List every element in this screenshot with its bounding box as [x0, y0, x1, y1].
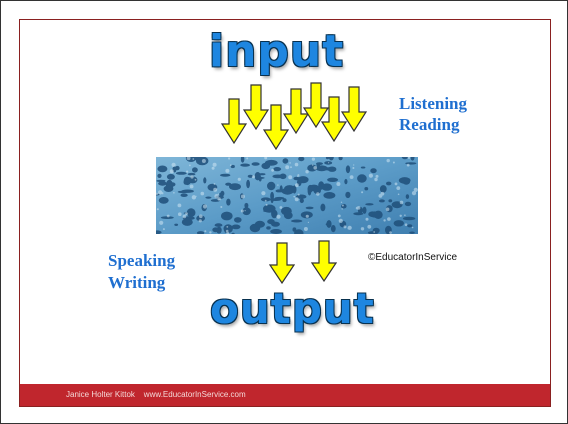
down-arrow-icon [303, 82, 329, 128]
down-arrow-icon [341, 86, 367, 132]
down-arrow-icon [243, 84, 269, 130]
skill-writing: Writing [108, 273, 166, 292]
skill-reading: Reading [399, 115, 460, 134]
footer-bar: Janice Holter Kittok www.EducatorInServi… [20, 384, 550, 406]
down-arrow-icon [263, 104, 289, 150]
output-heading: output [210, 284, 375, 333]
down-arrow-icon [221, 98, 247, 144]
down-arrow-icon [283, 88, 309, 134]
footer-text: Janice Holter Kittok www.EducatorInServi… [66, 390, 246, 399]
skill-speaking: Speaking [108, 251, 176, 270]
down-arrow-icon [321, 96, 347, 142]
input-heading: input [209, 26, 345, 77]
down-arrow-icon [269, 242, 295, 284]
copyright-text: ©EducatorInService [368, 252, 458, 263]
down-arrow-icon [311, 240, 337, 282]
slide: input Listening Reading ©EducatorInServi… [19, 19, 551, 407]
skill-listening: Listening [399, 94, 468, 113]
sponge-image [156, 157, 418, 234]
